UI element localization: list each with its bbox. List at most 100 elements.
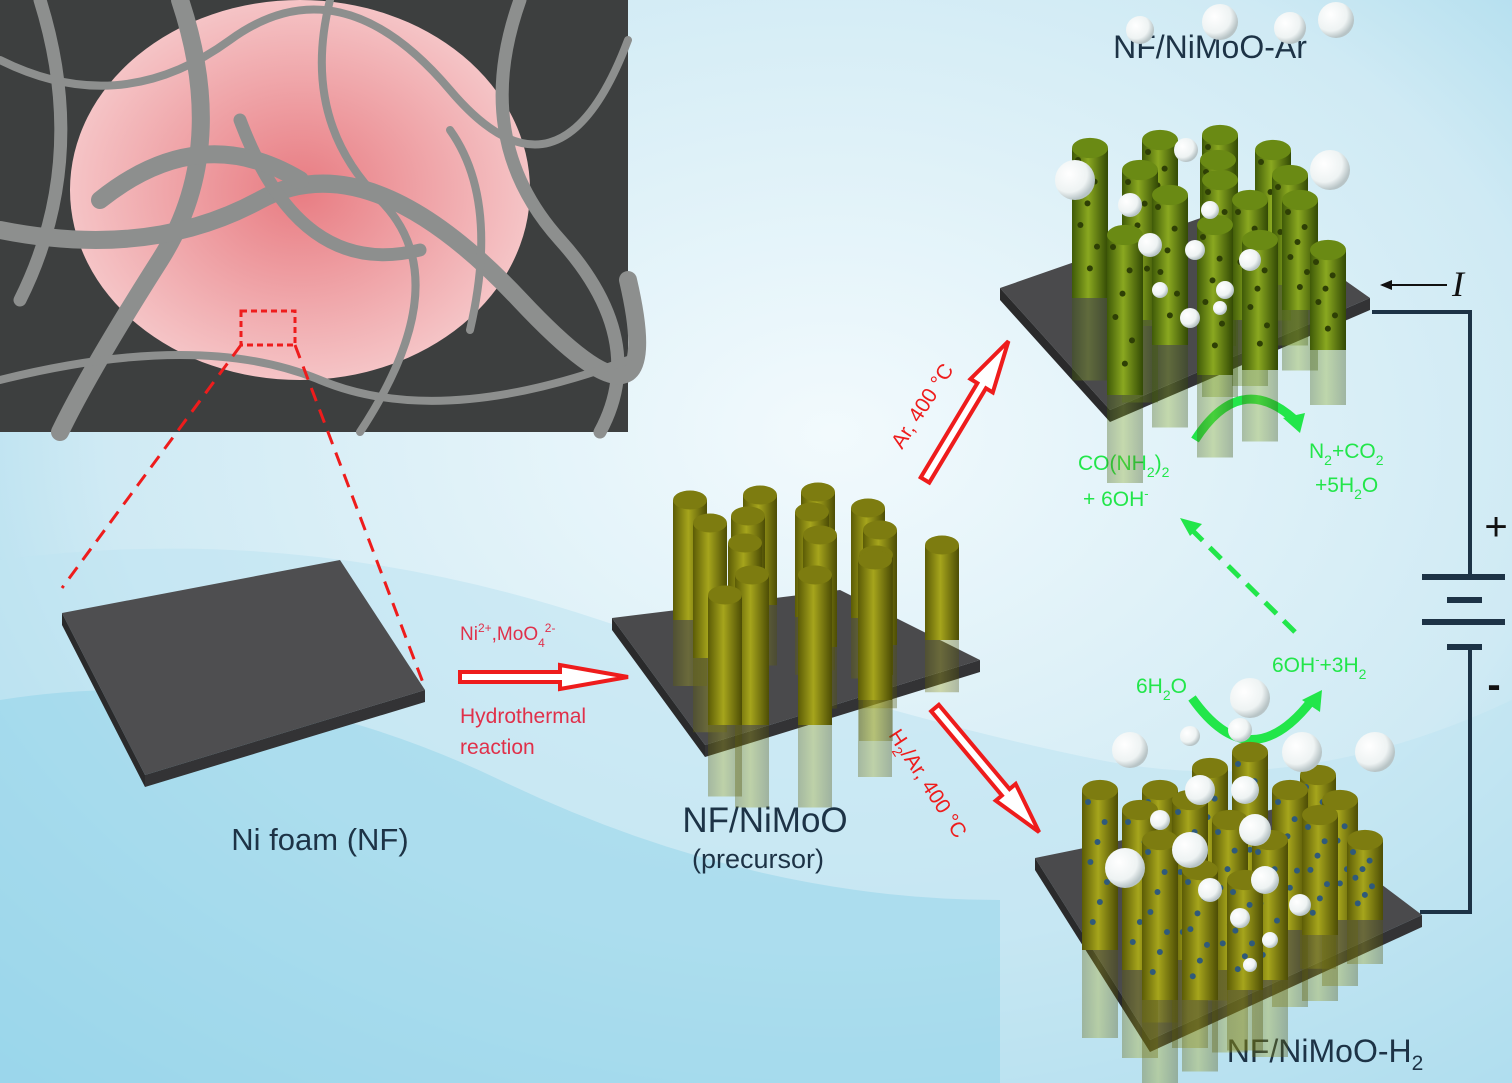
surface-particle [1249,940,1256,947]
nanorod-top [1302,804,1338,826]
surface-particle [1235,209,1241,215]
nanorod-top [863,520,897,540]
surface-particle [1177,869,1184,875]
surface-particle [1309,909,1316,916]
surface-particle [1350,849,1356,855]
nanorod-reflection [1182,1000,1218,1072]
surface-particle [1157,269,1164,275]
surface-particle [1129,337,1136,344]
nanorod-body [858,560,892,700]
gas-bubble [1262,932,1278,948]
surface-particle [1134,222,1141,229]
oxidation-reaction: CO(NH2)2 + 6OH- N2+CO2 +5H2O [1078,440,1384,511]
nanorod-top [1202,124,1238,146]
surface-particle [1219,320,1226,327]
nanorod-top [1202,169,1238,191]
surface-particle [1314,852,1321,859]
surface-particle [1277,229,1284,235]
surface-particle [1085,799,1091,805]
gas-bubble [1228,718,1252,742]
surface-particle [1101,819,1108,825]
surface-particle [1164,929,1171,935]
surface-particle [1315,299,1322,305]
nanorod-body [1310,250,1346,350]
nanorod-top [858,550,892,570]
surface-particle [1205,144,1211,150]
surface-particle [1145,849,1151,855]
nanorod-reflection [1107,395,1143,483]
surface-particle [1359,866,1366,873]
surface-particle [1086,265,1093,272]
nanorod [1142,829,1178,1083]
surface-particle [1366,857,1373,864]
surface-particle [1211,342,1218,349]
surface-particle [1321,838,1328,845]
surface-particle [1246,846,1253,853]
her-products-label: 6OH-+3H2 [1272,652,1367,682]
circuit-wire [1372,310,1472,914]
surface-particle [1125,179,1131,185]
surface-particle [1287,254,1294,260]
surface-particle [1322,285,1329,292]
nanorod-reflection [1152,345,1188,428]
nanorod [798,565,832,808]
surface-particle [1231,847,1238,854]
reaction-label: reaction [460,736,535,759]
nanorod-top [1255,139,1291,161]
reduction-cycle-arrow [1188,695,1316,744]
foam-strand [446,126,486,334]
surface-particle [1136,919,1143,925]
gas-bubble [1213,301,1227,315]
gas-bubble [1180,726,1200,746]
surface-particle [1154,889,1161,895]
foam-strand [0,5,632,149]
surface-particle [1313,259,1319,265]
surface-particle [1156,949,1163,955]
hydrothermal-arrow [458,662,629,692]
nanorod-top [798,565,832,585]
surface-particle [1275,184,1281,190]
gas-products-label: N2+CO2 [1309,440,1384,468]
negative-terminal-label: - [1487,663,1500,707]
surface-particle [1316,895,1323,902]
nanorod-top [1107,224,1143,246]
reduction-reaction: 6OH-+3H2 6H2O [1136,652,1367,703]
surface-particle [1161,869,1168,875]
nanorod-top [1232,741,1268,763]
gas-bubble [1239,814,1271,846]
surface-particle [1089,919,1096,925]
surface-particle [1275,799,1281,805]
surface-particle [1234,966,1241,973]
gas-bubble [1310,150,1350,190]
surface-particle [1202,299,1209,305]
nanorod-body [798,575,832,725]
precursor-subtitle: (precursor) [692,844,824,874]
nanorod-body [1142,840,1178,1000]
nanorod-top [1200,149,1236,171]
surface-particle [1307,866,1314,873]
surface-particle [1112,314,1119,320]
oxidation-cycle-arrowhead [1283,413,1305,433]
nanorod-reflection [1072,298,1108,381]
surface-particle [1161,165,1168,172]
ni-foam-label: Ni foam (NF) [231,822,408,857]
surface-particle [1324,881,1331,888]
nanorod [1082,779,1118,1038]
surface-particle [1204,941,1211,948]
surface-particle [1254,285,1261,292]
foam-strand [0,351,632,405]
surface-particle [1329,272,1336,279]
gas-bubble [1138,233,1162,257]
nanorod [1310,239,1346,405]
surface-particle [1232,927,1239,934]
surface-particle [1291,816,1298,823]
gas-bubble [1150,810,1170,830]
surface-particle [1185,879,1191,885]
nanorod-top [1242,229,1278,251]
surface-particle [1332,312,1339,319]
surface-particle [1144,265,1151,272]
nanorod-top [673,490,707,510]
h2-anneal-arrow [928,701,1041,834]
surface-particle [1126,267,1133,274]
nanorod [1152,184,1188,428]
